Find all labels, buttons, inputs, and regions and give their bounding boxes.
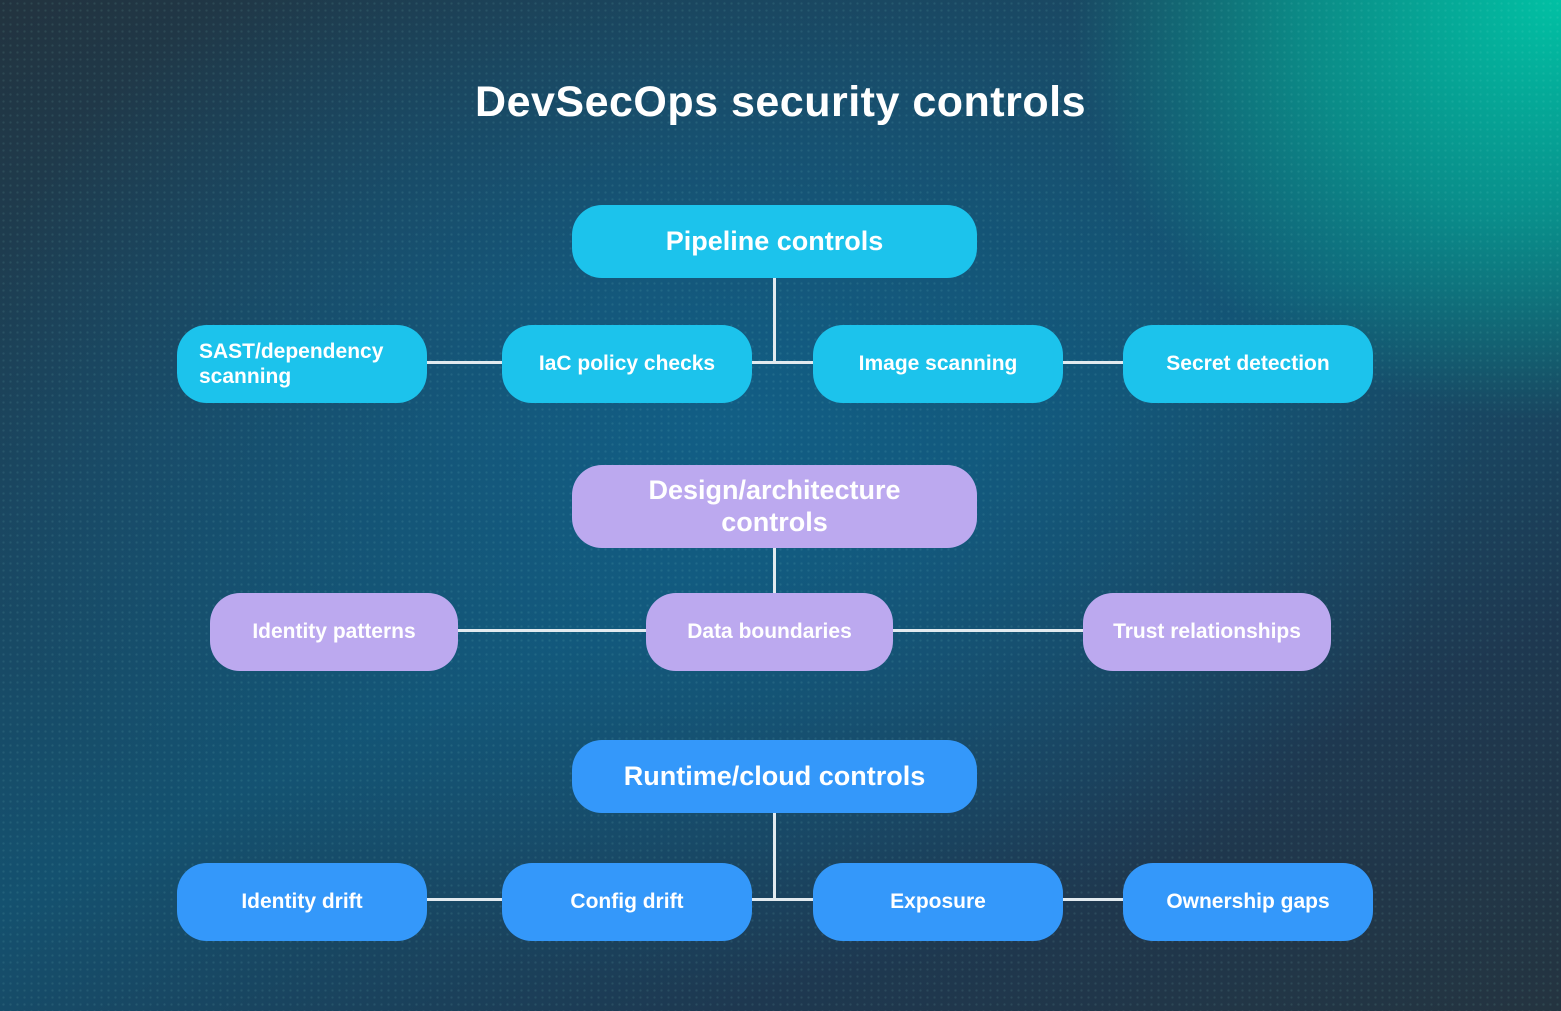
node-label: Secret detection bbox=[1166, 352, 1330, 376]
connector-iac-image bbox=[752, 361, 813, 364]
node-label: Data boundaries bbox=[687, 620, 852, 644]
node-identity-patterns: Identity patterns bbox=[210, 593, 458, 671]
connector-identity-data bbox=[458, 629, 646, 632]
node-sast-dependency-scanning: SAST/dependency scanning bbox=[177, 325, 427, 403]
node-design-architecture-controls: Design/architecture controls bbox=[572, 465, 977, 548]
connector-pipeline-vertical bbox=[773, 278, 776, 363]
node-label: Identity drift bbox=[241, 890, 363, 914]
connector-identitydrift-configdrift bbox=[427, 898, 502, 901]
node-data-boundaries: Data boundaries bbox=[646, 593, 893, 671]
node-label: Runtime/cloud controls bbox=[623, 760, 926, 791]
node-ownership-gaps: Ownership gaps bbox=[1123, 863, 1373, 941]
connector-runtime-vertical bbox=[773, 813, 776, 899]
connector-configdrift-exposure bbox=[752, 898, 813, 901]
connector-data-trust bbox=[893, 629, 1083, 632]
node-label: Pipeline controls bbox=[665, 225, 884, 256]
node-runtime-cloud-controls: Runtime/cloud controls bbox=[572, 740, 977, 813]
node-config-drift: Config drift bbox=[502, 863, 752, 941]
node-exposure: Exposure bbox=[813, 863, 1063, 941]
node-secret-detection: Secret detection bbox=[1123, 325, 1373, 403]
node-label: Config drift bbox=[570, 890, 684, 914]
connector-image-secret bbox=[1062, 361, 1123, 364]
node-label: IaC policy checks bbox=[538, 352, 716, 376]
node-image-scanning: Image scanning bbox=[813, 325, 1063, 403]
node-label: Design/architecture controls bbox=[648, 475, 901, 537]
node-iac-policy-checks: IaC policy checks bbox=[502, 325, 752, 403]
connector-design-vertical bbox=[773, 548, 776, 594]
node-label: Image scanning bbox=[858, 352, 1018, 376]
connector-exposure-ownership bbox=[1062, 898, 1123, 901]
node-pipeline-controls: Pipeline controls bbox=[572, 205, 977, 278]
node-label: Exposure bbox=[890, 890, 986, 914]
connector-sast-iac bbox=[427, 361, 502, 364]
node-label: Ownership gaps bbox=[1166, 890, 1330, 914]
node-label: SAST/dependency scanning bbox=[199, 339, 384, 388]
node-label: Trust relationships bbox=[1113, 620, 1301, 644]
node-trust-relationships: Trust relationships bbox=[1083, 593, 1331, 671]
node-label: Identity patterns bbox=[252, 620, 416, 644]
node-identity-drift: Identity drift bbox=[177, 863, 427, 941]
diagram-title: DevSecOps security controls bbox=[475, 78, 1086, 126]
